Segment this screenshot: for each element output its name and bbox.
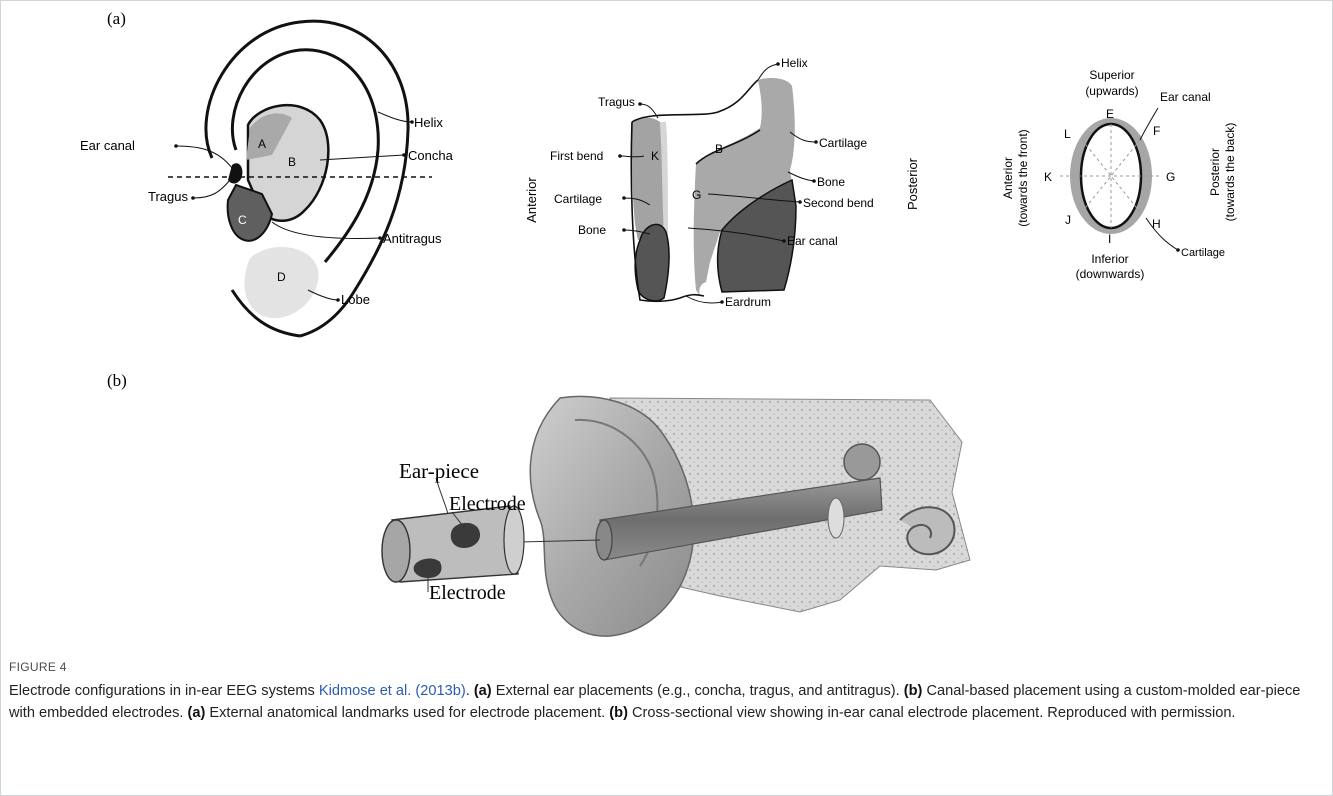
lobe-label: Lobe [341,292,370,307]
posterior-sub-label: (towards the back) [1223,123,1237,222]
point-h: H [1152,217,1161,231]
eardrum-label: Eardrum [725,295,771,309]
cartilage-label: Cartilage [554,192,602,206]
figure-number: FIGURE 4 [9,660,67,674]
region-label: A [258,137,266,151]
antitragus-label: Antitragus [383,231,442,246]
second-bend-label: Second bend [803,196,874,210]
concha-label: Concha [408,148,454,163]
point-g: G [692,188,701,202]
tragus-label: Tragus [148,189,188,204]
bone-label: Bone [578,223,606,237]
point-l: L [1064,127,1071,141]
point-k: K [651,149,659,163]
ear-canal-label: Ear canal [80,138,135,153]
anterior-label: Anterior [1001,157,1015,199]
region-label: D [277,270,286,284]
inferior-sub-label: (downwards) [1076,267,1145,281]
point-g: G [1166,170,1175,184]
citation-link[interactable]: Kidmose et al. (2013b) [319,683,466,699]
ear-canal-illustration: Ear-piece Electrode Electrode [370,388,990,644]
outer-ear-diagram: A B C D Ear canal Tragus Helix Concha An… [60,10,480,340]
inferior-label: Inferior [1091,252,1128,266]
posterior-label: Posterior [905,157,920,210]
superior-sub-label: (upwards) [1085,84,1138,98]
cartilage-label: Cartilage [1181,247,1225,259]
ear-canal-label: Ear canal [787,234,838,248]
superior-label: Superior [1089,68,1134,82]
canal-section-diagram: K B G Helix Tragus Cartilage First bend … [510,40,930,320]
ear-piece-label: Ear-piece [399,459,479,483]
anterior-sub-label: (towards the front) [1016,129,1030,226]
posterior-label: Posterior [1208,148,1222,196]
electrode-label: Electrode [429,582,506,604]
canal-cross-section-diagram: E F G H I J K L Superior (upwards) Ear c… [990,60,1260,290]
electrode-label: Electrode [449,493,526,515]
point-j: J [1065,213,1071,227]
first-bend-label: First bend [550,149,603,163]
figure-caption: Electrode configurations in in-ear EEG s… [9,680,1309,724]
panel-b-label: (b) [107,371,127,391]
region-label: C [238,213,247,227]
ear-canal-label: Ear canal [1160,90,1211,104]
helix-label: Helix [781,56,808,70]
bone-label: Bone [817,175,845,189]
anterior-label: Anterior [524,177,539,223]
helix-label: Helix [414,115,443,130]
point-b: B [715,142,723,156]
cartilage-label: Cartilage [819,136,867,150]
point-f: F [1153,124,1160,138]
point-e: E [1106,107,1114,121]
tragus-label: Tragus [598,95,635,109]
point-i: I [1108,232,1111,246]
point-k: K [1044,170,1052,184]
region-label: B [288,155,296,169]
